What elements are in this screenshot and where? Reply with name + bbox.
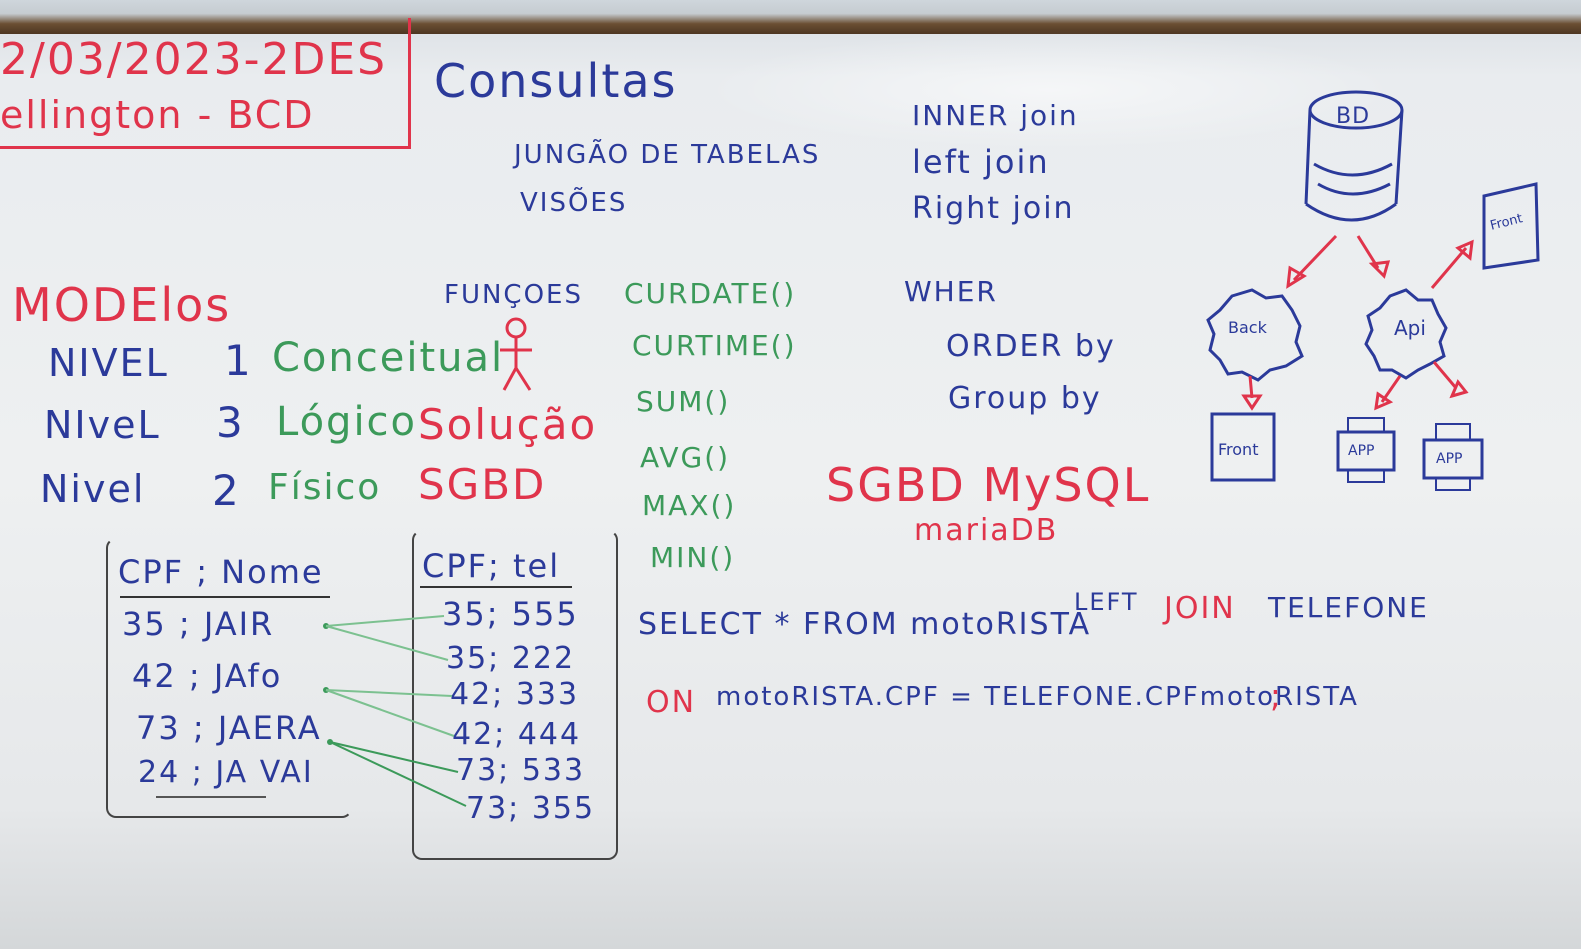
sql-join: JOIN	[1164, 591, 1236, 626]
nivel-extra-3: SGBD	[418, 460, 547, 509]
table-motorista-row: 24 ; JA VAI	[138, 755, 314, 790]
table-telefone-row: 42; 444	[452, 717, 582, 752]
sql-semicolon: ;	[1270, 677, 1283, 715]
nivel-tipo-2: Lógico	[276, 399, 418, 445]
funcoes-label: FUNÇOES	[444, 280, 583, 310]
database-icon	[1304, 90, 1404, 222]
table-motorista-header: CPF ; Nome	[118, 553, 324, 591]
date-line: 2/03/2023-2DES	[0, 34, 388, 85]
diagram-app2-label: APP	[1436, 451, 1463, 467]
consultas-heading: Consultas	[434, 54, 678, 108]
table-motorista-row: 35 ; JAIR	[122, 605, 275, 643]
diagram-app1-label: APP	[1348, 443, 1375, 459]
table-telefone-row: 35; 222	[446, 641, 576, 676]
sql-select: SELECT * FROM motoRISTA	[638, 607, 1092, 642]
app-device-icon	[1422, 423, 1484, 491]
table-telefone-header: CPF; tel	[422, 547, 561, 585]
front-box-top	[1482, 182, 1540, 270]
gear-icon	[1364, 288, 1448, 380]
join-inner: INNER join	[912, 99, 1079, 132]
whiteboard-frame	[0, 0, 1581, 34]
table-motorista-bottom-rule	[156, 796, 266, 798]
table-motorista-row: 73 ; JAERA	[136, 709, 322, 747]
join-right: Right join	[912, 191, 1075, 226]
nivel-tipo-3: Físico	[268, 467, 382, 508]
sql-on-condition: motoRISTA.CPF = TELEFONE.CPFmotoRISTA	[716, 682, 1359, 712]
funcao-item-4: AVG()	[640, 441, 731, 474]
diagram-front-bottom-label: Front	[1218, 440, 1259, 459]
modelos-heading: MODElos	[12, 278, 232, 332]
funcao-item-2: CURTIME()	[632, 329, 797, 362]
table-motorista-box	[106, 538, 352, 818]
nivel-extra-2: Solução	[418, 400, 598, 449]
table-motorista-row: 42 ; JAfo	[132, 657, 283, 695]
nivel-num-3: 2	[212, 466, 241, 515]
funcao-item-3: SUM()	[636, 385, 731, 418]
nivel-label-2: NIveL	[44, 403, 161, 447]
join-left: left join	[912, 143, 1050, 181]
sgbd-mariadb: mariaDB	[914, 513, 1059, 548]
gear-icon	[1206, 288, 1304, 382]
table-telefone-row: 42; 333	[450, 677, 580, 712]
funcao-item-5: MAX()	[642, 489, 737, 522]
diagram-api-label: Api	[1394, 316, 1426, 340]
nivel-num-2: 3	[216, 398, 245, 447]
visoes-label: VISÕES	[520, 188, 628, 218]
sql-on: ON	[646, 685, 697, 720]
table-telefone-header-rule	[420, 586, 572, 588]
title-box	[0, 18, 411, 149]
table-telefone-row: 35; 555	[442, 595, 579, 633]
clause-group-by: Group by	[948, 381, 1102, 416]
sql-left: LEFT	[1074, 588, 1139, 616]
nivel-tipo-1: Conceitual	[272, 335, 505, 381]
diagram-bd-label: BD	[1336, 104, 1371, 129]
clause-order-by: ORDER by	[946, 329, 1116, 364]
sql-telefone: TELEFONE	[1268, 591, 1429, 624]
nivel-label-3: Nivel	[40, 467, 146, 511]
funcao-item-1: CURDATE()	[624, 277, 797, 310]
funcao-item-6: MIN()	[650, 541, 736, 574]
light-glare	[700, 30, 1400, 150]
front-box	[1210, 412, 1276, 482]
app-device-icon	[1336, 417, 1396, 483]
nivel-num-1: 1	[224, 336, 253, 385]
arrow-icon	[1241, 361, 1469, 411]
teacher-line: ellington - BCD	[0, 93, 315, 137]
table-telefone-row: 73; 355	[466, 791, 596, 826]
clause-where: WHER	[904, 275, 998, 308]
arrow-icon	[1286, 234, 1474, 289]
nivel-label-1: NIVEL	[48, 341, 169, 385]
table-motorista-header-rule	[120, 596, 330, 598]
sgbd-mysql: SGBD MySQL	[826, 458, 1151, 512]
diagram-back-label: Back	[1228, 318, 1267, 337]
jungao-label: JUNGÃO DE TABELAS	[514, 140, 821, 170]
table-telefone-row: 73; 533	[456, 753, 586, 788]
